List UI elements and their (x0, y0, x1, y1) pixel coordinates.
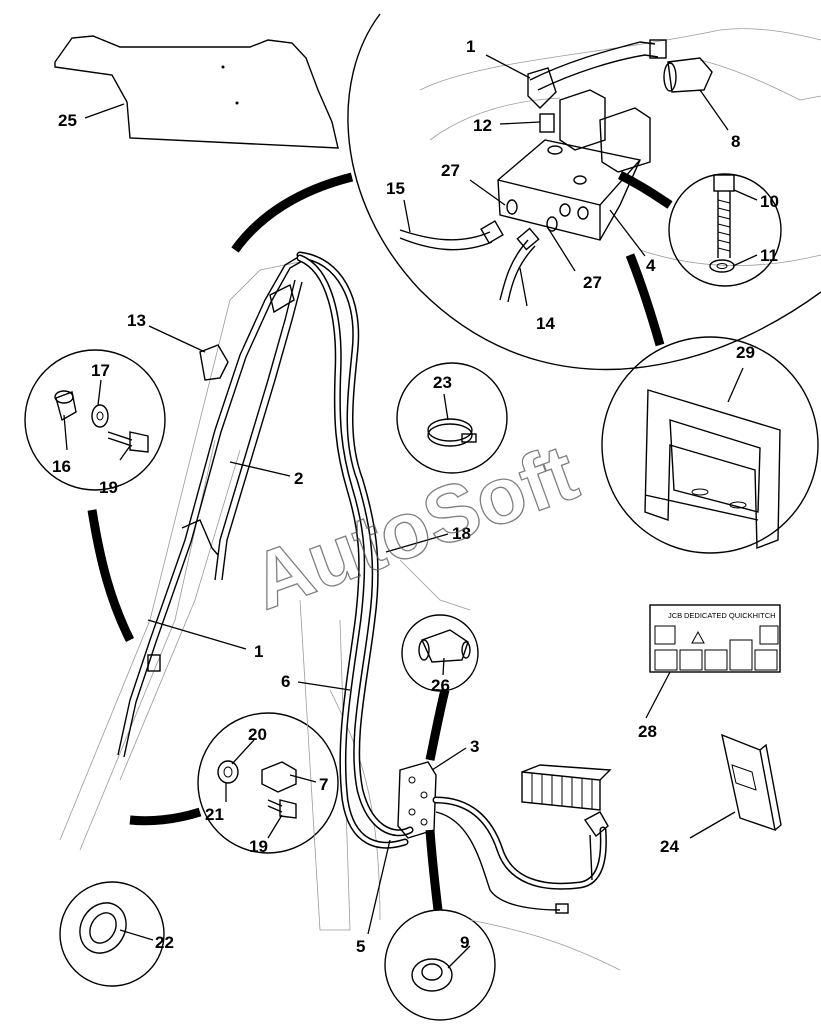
bracket-detail-circle (197, 712, 339, 854)
callout-27-top: 27 (441, 161, 460, 180)
grommet-detail-circle (59, 881, 165, 987)
callout-29: 29 (736, 343, 755, 362)
bolt-detail-circle (668, 173, 782, 287)
callout-12: 12 (473, 116, 492, 135)
callout-27-bottom: 27 (583, 273, 602, 292)
leader-lines (63, 54, 758, 969)
spacer-detail-circle (24, 349, 166, 491)
connector-block (521, 764, 612, 811)
callout-26: 26 (431, 676, 450, 695)
callout-19-left: 19 (99, 478, 118, 497)
callout-4: 4 (646, 256, 656, 275)
fitting-detail-circle (401, 614, 479, 692)
callout-6: 6 (281, 672, 290, 691)
callout-17: 17 (91, 361, 110, 380)
callout-8: 8 (731, 132, 740, 151)
callout-7: 7 (319, 775, 328, 794)
decal-logo: JCB (668, 611, 682, 620)
callout-labels: 25 1 12 8 27 15 10 11 4 27 14 13 17 16 1… (52, 37, 779, 956)
callout-14: 14 (536, 314, 555, 333)
decal-part-28: JCB DEDICATED QUICKHITCH (649, 604, 781, 673)
callout-21: 21 (205, 805, 224, 824)
connector-bands (87, 170, 673, 911)
callout-22: 22 (155, 933, 174, 952)
boom-assembly (59, 251, 621, 971)
clamp-detail-circle (396, 362, 508, 474)
callout-13: 13 (127, 311, 146, 330)
callout-3: 3 (470, 737, 479, 756)
callout-20: 20 (248, 725, 267, 744)
manual-part-24 (721, 733, 782, 832)
callout-11: 11 (760, 246, 778, 265)
callout-9: 9 (460, 933, 469, 952)
callout-1-mid: 1 (254, 642, 263, 661)
watermark-text: AutoSoft (240, 427, 588, 626)
panel-part-25 (54, 35, 339, 149)
callout-2: 2 (294, 469, 303, 488)
callout-28: 28 (638, 722, 657, 741)
callout-1-top: 1 (466, 37, 475, 56)
decal-title: DEDICATED QUICKHITCH (684, 611, 776, 620)
callout-5: 5 (356, 937, 365, 956)
callout-18: 18 (452, 524, 471, 543)
callout-15: 15 (386, 179, 405, 198)
callout-24: 24 (660, 837, 679, 856)
valve-detail-circle (347, 13, 821, 371)
callout-25: 25 (58, 111, 77, 130)
callout-16: 16 (52, 457, 71, 476)
callout-10: 10 (760, 192, 779, 211)
guard-detail-circle (601, 336, 819, 554)
callout-23: 23 (433, 373, 452, 392)
callout-19-bottom: 19 (249, 837, 268, 856)
grommet-9-detail-circle (384, 909, 496, 1021)
